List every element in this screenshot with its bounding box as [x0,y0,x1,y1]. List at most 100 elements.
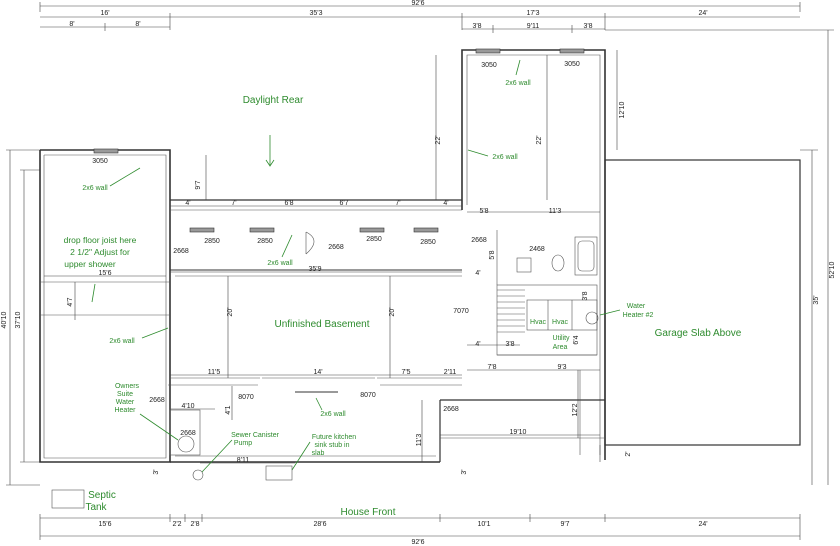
label-owners-2: Suite [117,391,133,398]
dim-64: 6'4 [573,335,580,344]
label-water-heater-2-line2: Heater #2 [623,312,654,319]
dim-22a: 22' [435,135,442,144]
label-2x6-wall-b: 2x6 wall [492,154,518,161]
label-2x6-wall-d: 2x6 wall [267,260,293,267]
dim-win-c: 6'8 [284,200,293,207]
dim-bot-overall: 92'6 [411,539,424,546]
dim-4b: 4' [475,341,480,348]
door-labels: 2668 2668 2668 2668 2668 2468 7070 8070 … [149,237,545,437]
door-2668-f: 2668 [443,406,459,413]
label-joist-line-1: drop floor joist here [64,235,137,245]
label-utility-2: Area [553,344,568,351]
window-symbols [93,48,585,233]
dim-58: 5'8 [489,250,496,259]
door-8070-b: 8070 [360,392,376,399]
left-dimension-lines: 40'10 37'10 [1,149,40,486]
door-2668-e: 2668 [180,430,196,437]
dim-r-a: 5'8 [479,208,488,215]
dim-row2-d: 9'11 [527,23,540,30]
label-sewer-1: Sewer Canister [231,432,280,439]
dim-win-b: 7' [231,200,236,207]
label-hvac-a: Hvac [530,319,546,326]
dim-left-3710: 37'10 [15,311,22,328]
label-unfinished-basement: Unfinished Basement [274,319,369,330]
label-joist-line-2: 2 1/2" Adjust for [70,247,130,257]
label-utility-1: Utility [552,335,570,342]
door-7070: 7070 [453,308,469,315]
interior-dimension-text: 4' 7' 6'8 6'7 7' 4' 5'8 11'3 35'9 15'6 9… [67,135,708,546]
dim-top-right-a: 17'3 [526,10,539,17]
dim-win-d: 6'7 [339,200,348,207]
window-2850-a: 2850 [204,238,220,245]
window-labels: 3050 3050 3050 2850 2850 2850 2850 [92,61,580,246]
dim-top-left: 16' [100,10,109,17]
label-2x6-wall-f: 2x6 wall [320,411,346,418]
dim-38b: 3'8 [582,291,589,300]
label-owners-3: Water [116,399,135,406]
label-owners-1: Owners [115,383,140,390]
dim-20a: 20' [227,307,234,316]
dim-2: 2' [625,451,632,456]
dim-78: 7'8 [487,364,496,371]
dim-bot-b: 2'2 [172,521,181,528]
dim-115: 11'5 [208,369,221,376]
label-2x6-wall-a: 2x6 wall [505,80,531,87]
top-dimension-text: 92'6 16' 35'3 17'3 24' 8' 8' 3'8 9'11 3'… [69,0,707,30]
dim-bot-a: 15'6 [98,521,111,528]
dim-right-5210: 52'10 [829,261,836,278]
label-sewer-2: Pump [234,440,252,447]
dim-win-a: 4' [185,200,190,207]
dim-93: 9'3 [557,364,566,371]
window-3050-c: 3050 [92,158,108,165]
dim-3a: 3' [153,469,160,474]
window-3050-b: 3050 [564,61,580,68]
dim-bot-c: 2'8 [190,521,199,528]
door-2668-a: 2668 [173,248,189,255]
dim-1210: 12'10 [619,101,626,118]
top-dimension-lines [39,2,801,33]
dim-r-b: 11'3 [549,208,562,215]
interior-dimension-lines [39,55,801,540]
dim-top-right-b: 24' [698,10,707,17]
dim-4a: 4' [475,270,480,277]
label-septic-2: Tank [85,502,107,513]
window-2850-c: 2850 [366,236,382,243]
dim-right-35: 35' [813,295,820,304]
label-kitchen-2: sink stub in [314,442,349,449]
dim-211: 2'11 [444,369,457,376]
window-3050-a: 3050 [481,62,497,69]
dim-row2-e: 3'8 [583,23,592,30]
window-2850-d: 2850 [420,239,436,246]
dim-span-156: 15'6 [98,270,111,277]
dim-bot-f: 9'7 [560,521,569,528]
label-kitchen-1: Future kitchen [312,434,356,441]
label-2x6-wall-e: 2x6 wall [109,338,135,345]
dim-811: 8'11 [237,457,250,464]
right-dimension-lines: 52'10 35' 12'10 [605,29,836,485]
label-daylight-rear: Daylight Rear [243,95,304,106]
dim-row2-c: 3'8 [472,23,481,30]
dim-top-overall: 92'6 [411,0,424,7]
building-walls [39,49,801,509]
door-2668-d: 2668 [149,397,165,404]
dim-bot-d: 28'6 [313,521,326,528]
dim-113: 11'3 [416,434,423,447]
dim-bot-g: 24' [698,521,707,528]
dim-410: 4'10 [181,403,194,410]
dim-span-359: 35'9 [308,266,321,273]
dim-top-mid: 35'3 [309,10,322,17]
window-2850-b: 2850 [257,238,273,245]
label-septic-1: Septic [88,490,116,501]
dim-left-4010: 40'10 [1,311,8,328]
door-2668-c: 2668 [471,237,487,244]
label-owners-4: Heater [114,407,136,414]
label-house-front: House Front [340,507,395,518]
dim-bot-e: 10'1 [477,521,490,528]
label-water-heater-2-line1: Water [627,303,646,310]
dim-20b: 20' [389,307,396,316]
dim-97: 9'7 [195,180,202,189]
dim-1910: 19'10 [510,429,527,436]
dim-75: 7'5 [401,369,410,376]
label-2x6-wall-c: 2x6 wall [82,185,108,192]
